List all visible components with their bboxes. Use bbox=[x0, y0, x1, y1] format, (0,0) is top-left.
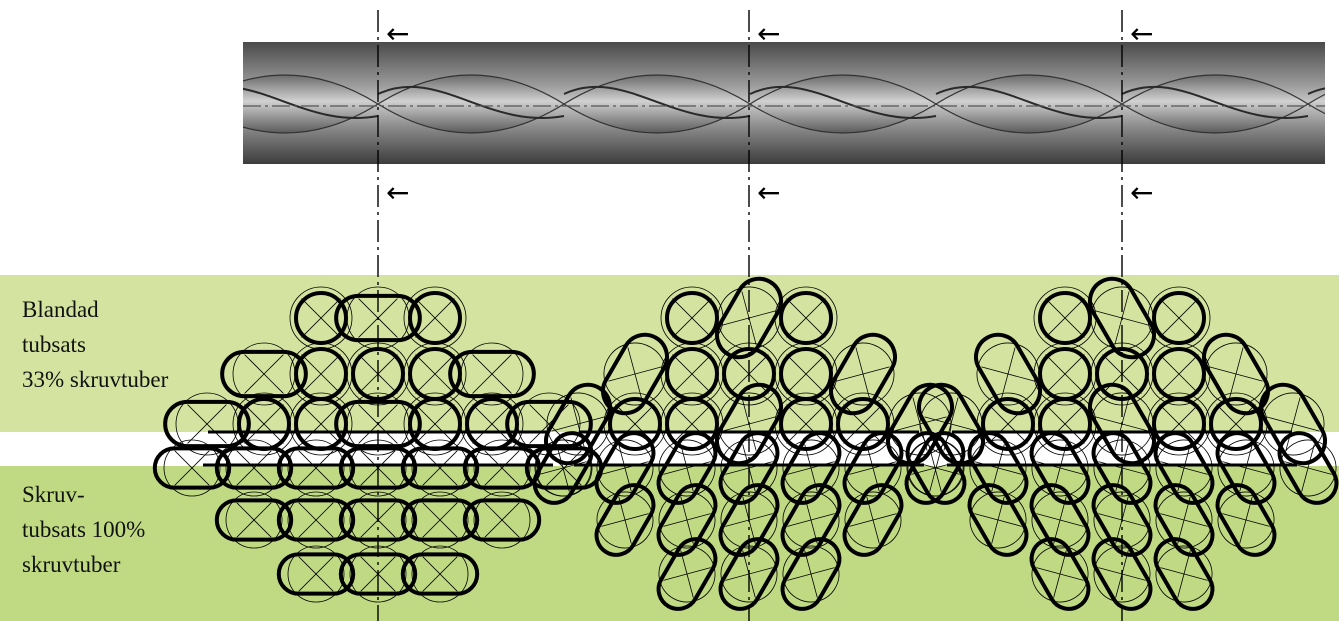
arrow-left-icon: ← bbox=[757, 176, 780, 209]
tube-section-icon bbox=[289, 286, 353, 350]
arrow-left-icon: ← bbox=[1130, 176, 1153, 209]
tube-section-icon bbox=[1091, 483, 1153, 557]
tube-section-icon bbox=[462, 491, 542, 549]
tube-section-icon bbox=[400, 545, 480, 603]
tube-section-icon bbox=[1147, 286, 1211, 350]
arrow-left-icon: ← bbox=[386, 176, 409, 209]
tube-section-icon bbox=[334, 286, 422, 350]
tube-section-icon bbox=[214, 491, 294, 549]
tube-section-icon bbox=[1153, 483, 1215, 557]
tube-section-icon bbox=[780, 483, 842, 557]
tube-section-icon bbox=[400, 439, 480, 497]
arrow-left-icon: ← bbox=[1130, 17, 1153, 50]
tube-section-icon bbox=[1215, 431, 1277, 505]
tube-section-icon bbox=[594, 483, 656, 557]
tube-section-icon bbox=[403, 286, 467, 350]
tube-section-icon bbox=[1029, 537, 1091, 611]
tube-section-icon bbox=[718, 537, 780, 611]
tube-section-icon bbox=[715, 276, 783, 360]
tube-section-icon bbox=[338, 439, 418, 497]
screw-bundle-label: Skruv- tubsats 100% skruvtuber bbox=[22, 482, 146, 577]
mixed-bundle-band bbox=[0, 275, 1339, 432]
tube-section-icon bbox=[276, 545, 356, 603]
tube-section-icon bbox=[718, 483, 780, 557]
tube-section-icon bbox=[905, 431, 967, 505]
tube-section-icon bbox=[974, 332, 1042, 416]
twisted-tube-image bbox=[243, 42, 1325, 164]
tube-section-icon bbox=[276, 491, 356, 549]
tube-section-icon bbox=[232, 392, 296, 456]
tube-section-icon bbox=[334, 392, 422, 456]
tube-section-icon bbox=[842, 483, 904, 557]
tube-section-icon bbox=[460, 392, 524, 456]
tube-section-icon bbox=[214, 439, 294, 497]
tube-section-icon bbox=[1029, 483, 1091, 557]
tube-section-icon bbox=[403, 342, 467, 406]
section-arrows: ← ← ← ← ← ← bbox=[386, 17, 1153, 209]
tube-section-icon bbox=[1215, 483, 1277, 557]
tube-section-icon bbox=[220, 342, 308, 406]
tube-bundles bbox=[152, 276, 1339, 611]
mixed-bundle-label: Blandad tubsats 33% skruvtuber bbox=[22, 297, 169, 392]
arrow-left-icon: ← bbox=[757, 17, 780, 50]
tube-section-icon bbox=[780, 537, 842, 611]
tube-section-icon bbox=[1033, 286, 1097, 350]
tube-section-icon bbox=[448, 342, 536, 406]
tube-section-icon bbox=[338, 545, 418, 603]
tube-section-icon bbox=[1033, 342, 1097, 406]
tube-section-icon bbox=[1277, 431, 1339, 505]
tube-section-icon bbox=[656, 537, 718, 611]
tube-section-icon bbox=[660, 286, 724, 350]
arrow-left-icon: ← bbox=[386, 17, 409, 50]
tube-section-icon bbox=[1153, 537, 1215, 611]
tube-section-icon bbox=[656, 483, 718, 557]
tube-section-icon bbox=[774, 342, 838, 406]
tube-section-icon bbox=[1091, 537, 1153, 611]
tube-section-icon bbox=[152, 439, 232, 497]
tube-section-icon bbox=[1090, 342, 1154, 406]
tube-section-icon bbox=[544, 382, 612, 466]
tube-section-icon bbox=[774, 286, 838, 350]
tube-section-icon bbox=[338, 491, 418, 549]
tube-section-icon bbox=[660, 342, 724, 406]
tube-section-icon bbox=[1088, 276, 1156, 360]
tube-section-icon bbox=[276, 439, 356, 497]
tube-section-icon bbox=[289, 342, 353, 406]
tube-section-icon bbox=[967, 483, 1029, 557]
tube-section-icon bbox=[1259, 382, 1327, 466]
tube-section-icon bbox=[400, 491, 480, 549]
tube-section-icon bbox=[532, 431, 594, 505]
tube-section-icon bbox=[163, 392, 251, 456]
tube-section-icon bbox=[1147, 342, 1211, 406]
